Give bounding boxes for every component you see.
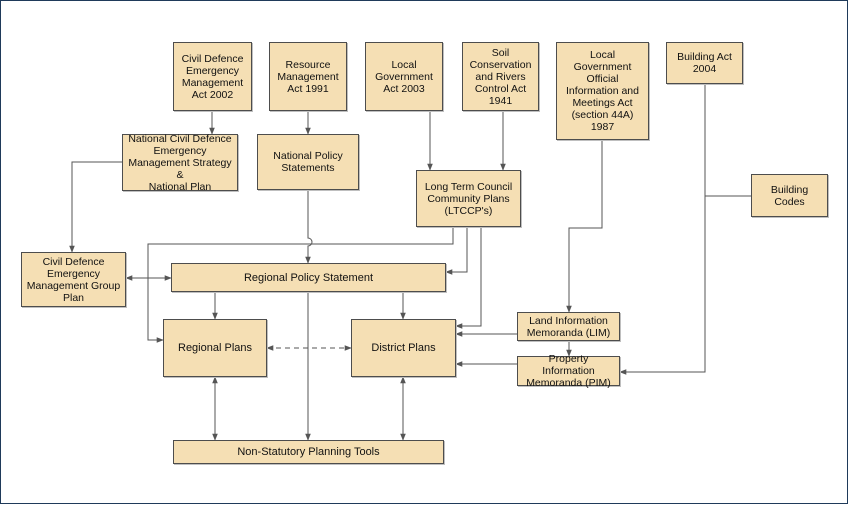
node-cdem-group-plan: Civil Defence Emergency Management Group… — [21, 252, 126, 307]
node-lgoima: Local Government Official Information an… — [556, 42, 649, 140]
node-soil-conservation-act: Soil Conservation and Rivers Control Act… — [462, 42, 539, 111]
node-pim: Property Information Memoranda (PIM) — [517, 353, 620, 389]
node-national-policy-statements: National Policy Statements — [257, 134, 359, 190]
node-building-act: Building Act 2004 — [666, 42, 743, 84]
edge-building-act-to-pim — [619, 84, 706, 375]
edge-lgoima-to-lim — [566, 140, 603, 313]
node-regional-plans: Regional Plans — [163, 319, 267, 377]
node-local-government-act: Local Government Act 2003 — [365, 42, 443, 111]
node-ncdem-strategy: National Civil Defence Emergency Managem… — [122, 133, 238, 193]
edge-nps-to-rps — [305, 190, 313, 264]
node-ltccp: Long Term Council Community Plans (LTCCP… — [416, 170, 521, 227]
node-district-plans: District Plans — [351, 319, 456, 377]
node-regional-policy-statement: Regional Policy Statement — [171, 263, 446, 292]
edge-ltccp-to-district-plans — [455, 227, 482, 329]
edge-ltccp-to-rps — [445, 227, 468, 275]
edge-strategy-to-group-plan — [69, 161, 122, 253]
node-cdem-act-2002: Civil Defence Emergency Management Act 2… — [173, 42, 252, 111]
node-resource-management-act: Resource Management Act 1991 — [269, 42, 347, 111]
edge-ltccp-to-regional-plans — [147, 227, 454, 343]
node-non-statutory-planning-tools: Non-Statutory Planning Tools — [173, 440, 444, 464]
node-building-codes: Building Codes — [751, 174, 828, 217]
node-lim: Land Information Memoranda (LIM) — [517, 312, 620, 341]
